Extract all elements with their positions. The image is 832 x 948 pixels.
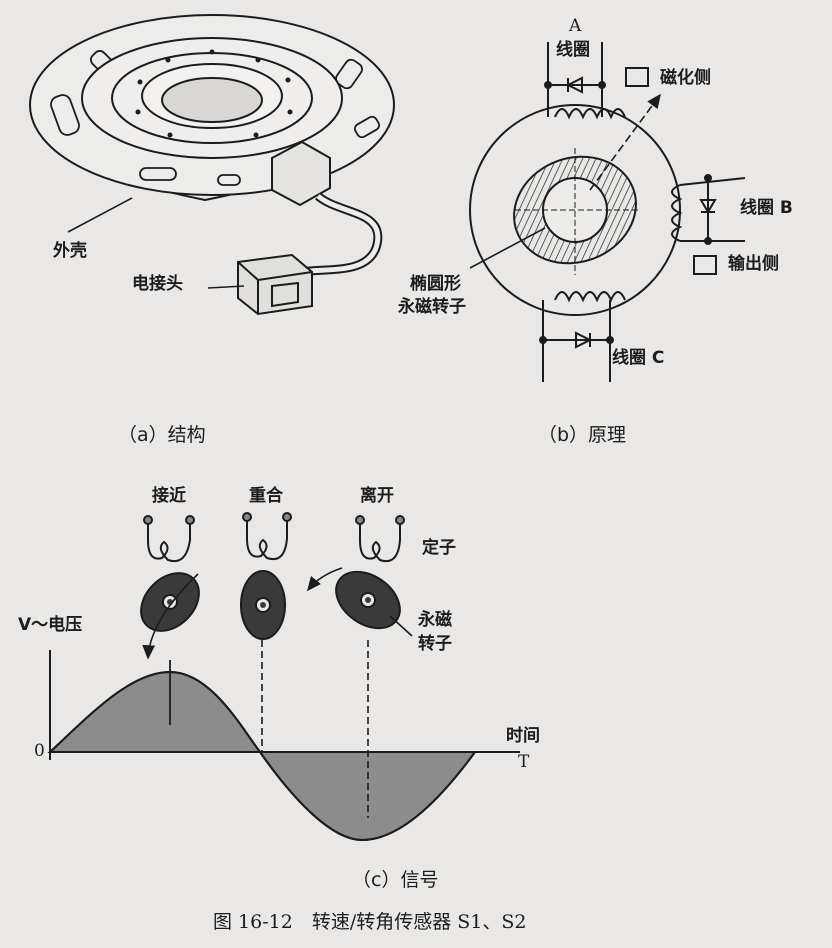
elliptical-rotor-label-2: 永磁转子	[398, 297, 466, 317]
time-axis-symbol: T	[518, 752, 530, 772]
coil-c	[554, 291, 626, 303]
stator-coil-depart	[355, 515, 405, 562]
connector-leader	[207, 285, 245, 289]
sensor-structure-drawing	[29, 14, 395, 316]
rotation-arrow-approach	[142, 573, 199, 660]
stator-ring	[469, 104, 681, 316]
elliptical-rotor-label-1: 椭圆形	[410, 274, 461, 294]
figure-caption: 图 16-12 转速/转角传感器 S1、S2	[213, 911, 527, 933]
permanent-rotor-label-1: 永磁	[418, 610, 452, 630]
stator-coil-overlap	[242, 512, 292, 560]
coil-a	[554, 108, 626, 120]
magnetize-side-label: 磁化侧	[660, 68, 711, 88]
output-side-label: 输出侧	[728, 254, 779, 274]
rotor-label-leader	[389, 615, 413, 637]
stator-coil-approach	[143, 515, 195, 562]
plug-body	[237, 253, 313, 316]
rotor-leader	[469, 227, 546, 269]
diode-b	[699, 199, 717, 214]
magnetize-side-box	[625, 67, 649, 87]
connector-label: 电接头	[132, 274, 183, 294]
coil-a-letter: A	[569, 16, 582, 36]
approach-label: 接近	[152, 486, 186, 506]
housing-label: 外壳	[53, 241, 87, 261]
bore-hole	[161, 77, 263, 123]
signal-positive-half	[47, 670, 262, 753]
panel-a-caption: （a）结构	[118, 424, 206, 446]
coil-b-label: 线圈 B	[740, 198, 793, 218]
magnet-direction-arrow	[589, 93, 661, 191]
coil-b	[671, 184, 683, 242]
depart-label: 离开	[360, 486, 394, 506]
overlap-label: 重合	[249, 486, 283, 506]
housing-leader	[67, 197, 133, 233]
rotor-approach	[140, 572, 200, 632]
panel-c-caption: （c）信号	[352, 869, 439, 891]
permanent-rotor-label-2: 转子	[418, 634, 452, 654]
zero-label: 0	[34, 741, 45, 761]
rotor-overlap	[240, 570, 286, 640]
sensor-principle-drawing	[469, 42, 746, 382]
stator-label: 定子	[422, 538, 456, 558]
coil-a-label: 线圈	[556, 40, 590, 60]
signal-drawing	[47, 512, 520, 842]
output-side-box	[693, 255, 717, 275]
time-axis-label: 时间	[506, 726, 540, 746]
rotation-arrow-depart	[307, 567, 343, 592]
diode-a	[565, 76, 583, 94]
diode-c	[575, 331, 593, 349]
signal-wave	[49, 670, 476, 842]
rotor-depart	[335, 570, 401, 630]
y-axis-label: V～电压	[18, 615, 83, 635]
connector-body	[271, 140, 331, 207]
panel-b-caption: （b）原理	[538, 424, 627, 446]
ring-holes	[135, 49, 293, 138]
coil-c-label: 线圈 C	[612, 348, 665, 368]
